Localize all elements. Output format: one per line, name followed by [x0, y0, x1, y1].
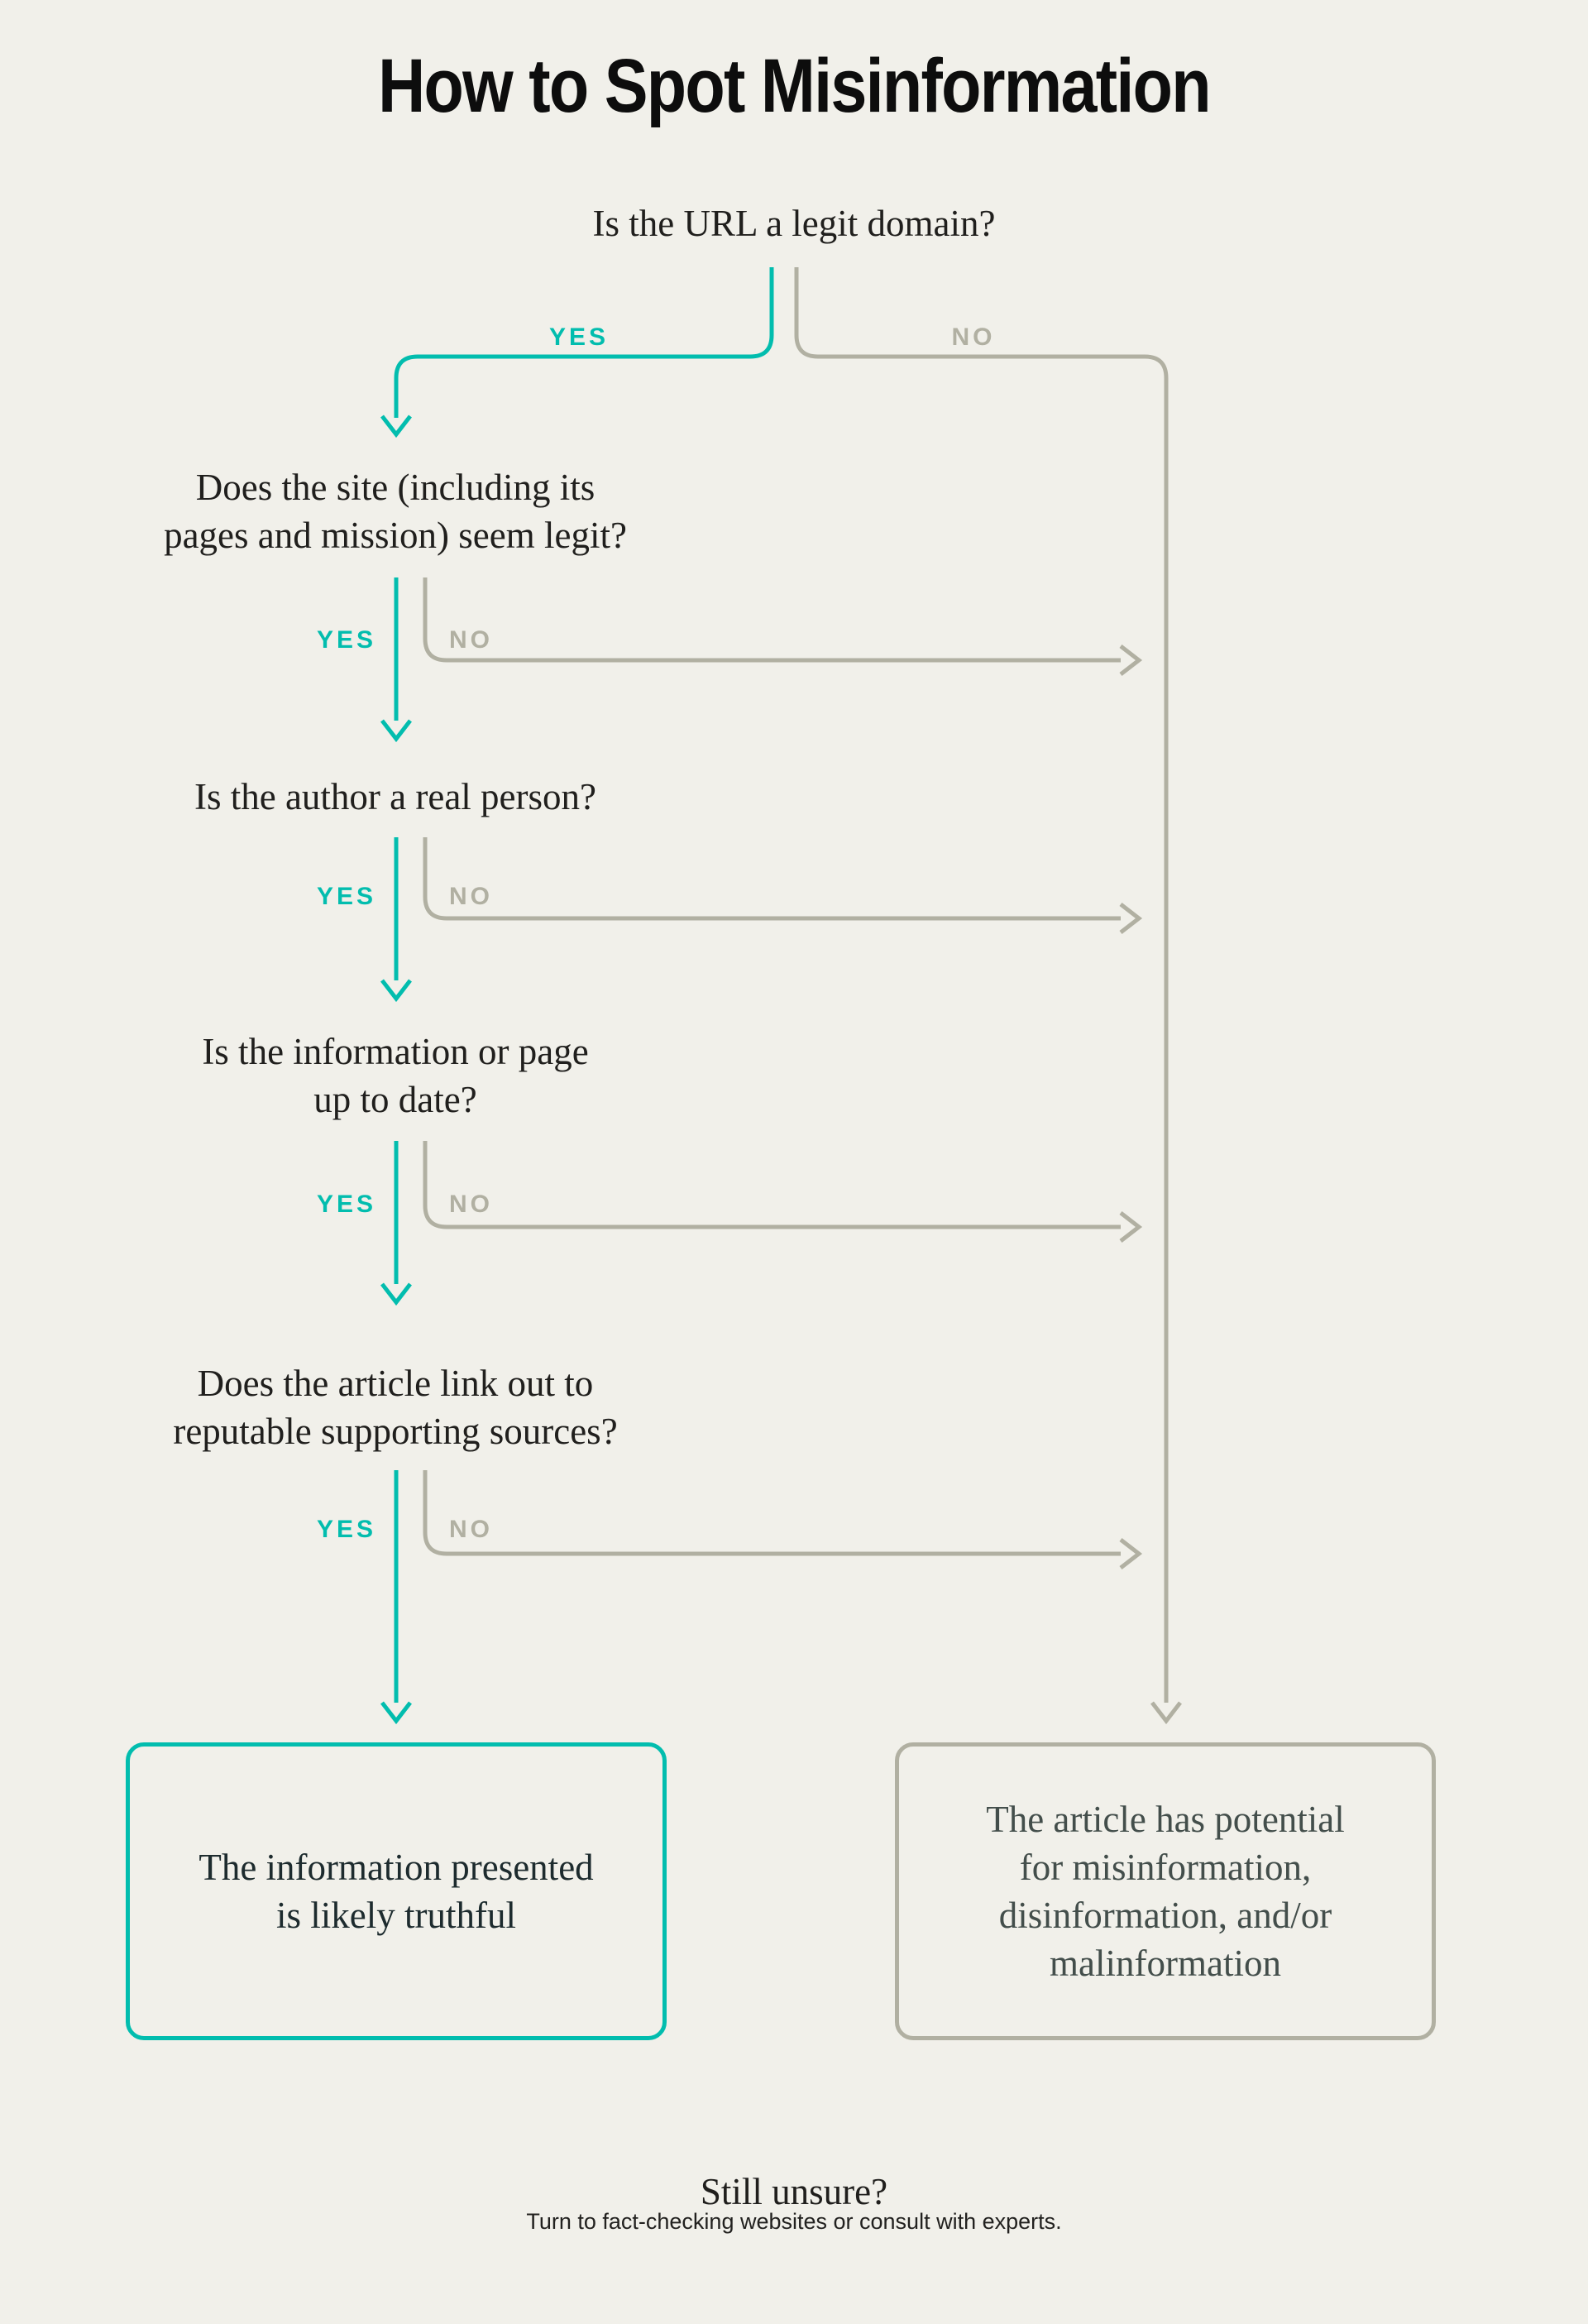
- no-rail-arrowhead-icon: [1150, 1701, 1182, 1725]
- outcome-box-truthful: The information presented is likely trut…: [126, 1742, 667, 2040]
- q1-yes-arrowhead-icon: [380, 414, 412, 438]
- q3-yes-arrowhead-icon: [380, 979, 412, 1003]
- q4-yes-arrowhead-icon: [380, 1282, 412, 1306]
- q4-no-arrowhead-icon: [1119, 1211, 1143, 1243]
- q4-yes-label: YES: [316, 1191, 376, 1218]
- q2-yes-arrowhead-icon: [380, 719, 412, 743]
- q5-no-label: NO: [449, 1516, 493, 1543]
- q1-no-connector: [794, 267, 1169, 1703]
- q5-yes-label: YES: [316, 1516, 376, 1543]
- outcome-box-misinformation: The article has potential for misinforma…: [895, 1742, 1436, 2040]
- q2-no-label: NO: [449, 626, 493, 654]
- q2-no-arrowhead-icon: [1119, 644, 1143, 676]
- q4-no-connector: [423, 1141, 1121, 1229]
- q5-no-connector: [423, 1470, 1121, 1556]
- q1-yes-connector: [394, 267, 774, 418]
- q3-no-label: NO: [449, 883, 493, 910]
- still-unsure-heading: Still unsure?: [700, 2171, 888, 2212]
- outcome-misinformation-text: The article has potential for misinforma…: [986, 1799, 1345, 1984]
- q3-no-connector: [423, 837, 1121, 921]
- q4-no-label: NO: [449, 1191, 493, 1218]
- q5-no-arrowhead-icon: [1119, 1538, 1143, 1569]
- q1-no-label: NO: [951, 323, 996, 351]
- q3-no-arrowhead-icon: [1119, 903, 1143, 934]
- q3-yes-label: YES: [316, 883, 376, 910]
- question-up-to-date: Is the information or page up to date?: [202, 1031, 589, 1120]
- q5-yes-arrowhead-icon: [380, 1701, 412, 1725]
- question-site-legit: Does the site (including its pages and m…: [164, 467, 627, 556]
- question-url-legit: Is the URL a legit domain?: [592, 203, 996, 244]
- page-title: How to Spot Misinformation: [378, 44, 1211, 128]
- footer-caption: Turn to fact-checking websites or consul…: [526, 2209, 1062, 2234]
- q2-no-connector: [423, 577, 1121, 663]
- q1-yes-label: YES: [548, 323, 610, 351]
- q2-yes-label: YES: [316, 626, 376, 654]
- question-author-real: Is the author a real person?: [194, 776, 597, 817]
- question-reputable-sources: Does the article link out to reputable s…: [173, 1363, 618, 1452]
- outcome-truthful-text: The information presented is likely trut…: [198, 1847, 594, 1936]
